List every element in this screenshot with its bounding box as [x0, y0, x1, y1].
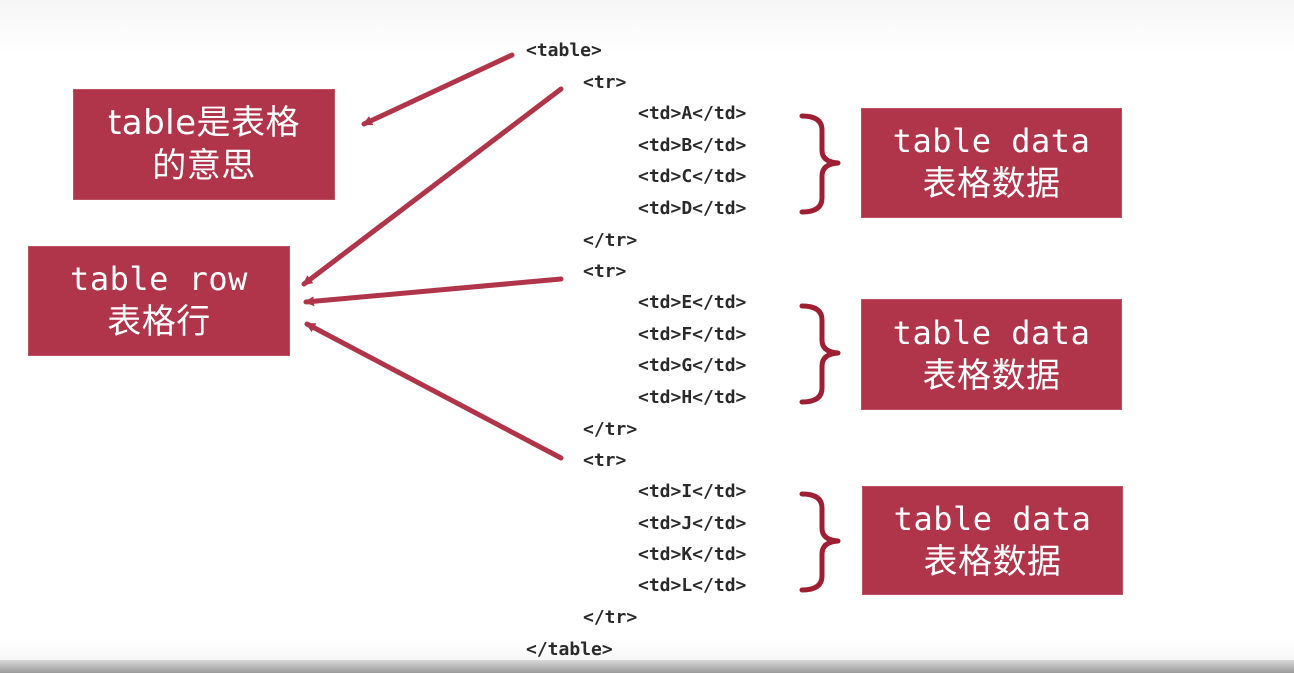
- code-td-h: <td>H</td>: [638, 387, 747, 408]
- table-data-1-line-2: 表格数据: [922, 164, 1061, 204]
- video-bottom-bar: [0, 660, 1294, 673]
- table-data-box-2: table data 表格数据: [861, 299, 1122, 410]
- table-meaning-line-2: 的意思: [152, 145, 256, 186]
- code-td-j: <td>J</td>: [638, 513, 747, 534]
- code-tr-close-3: </tr>: [583, 607, 638, 628]
- code-table-open: <table>: [526, 40, 602, 61]
- code-tr-close-2: </tr>: [583, 419, 638, 440]
- table-row-line-2: 表格行: [107, 302, 211, 342]
- brace-group-3: [799, 491, 841, 593]
- code-tr-open-2: <tr>: [583, 261, 627, 282]
- table-data-box-3: table data 表格数据: [862, 486, 1123, 595]
- code-td-a: <td>A</td>: [638, 103, 747, 124]
- code-tr-close-1: </tr>: [583, 230, 638, 251]
- table-data-3-line-1: table data: [893, 499, 1092, 538]
- code-tr-open-1: <tr>: [583, 72, 627, 93]
- table-meaning-line-1: table是表格: [107, 102, 301, 143]
- table-data-1-line-1: table data: [892, 122, 1091, 160]
- table-data-box-1: table data 表格数据: [861, 108, 1122, 218]
- brace-group-2: [799, 303, 841, 405]
- code-td-b: <td>B</td>: [638, 135, 747, 156]
- table-data-2-line-1: table data: [892, 313, 1091, 352]
- code-td-d: <td>D</td>: [638, 198, 747, 219]
- code-td-g: <td>G</td>: [638, 355, 747, 376]
- arrow-tr1-to-row: [301, 86, 564, 287]
- table-meaning-box: table是表格 的意思: [73, 89, 335, 200]
- arrow-tr3-to-row: [304, 321, 564, 461]
- brace-group-1: [799, 113, 841, 215]
- code-td-k: <td>K</td>: [638, 544, 747, 565]
- code-td-i: <td>I</td>: [638, 481, 747, 502]
- table-row-line-1: table row: [70, 260, 248, 298]
- arrow-table-to-meaning: [361, 52, 515, 127]
- code-td-c: <td>C</td>: [638, 166, 747, 187]
- arrow-tr2-to-row: [303, 276, 564, 307]
- table-row-box: table row 表格行: [28, 246, 290, 356]
- table-data-3-line-2: 表格数据: [923, 541, 1062, 582]
- code-tr-open-3: <tr>: [583, 450, 627, 471]
- code-table-close: </table>: [526, 639, 613, 660]
- code-td-e: <td>E</td>: [638, 292, 747, 313]
- code-td-f: <td>F</td>: [638, 324, 747, 345]
- code-td-l: <td>L</td>: [638, 575, 747, 596]
- table-data-2-line-2: 表格数据: [922, 355, 1061, 396]
